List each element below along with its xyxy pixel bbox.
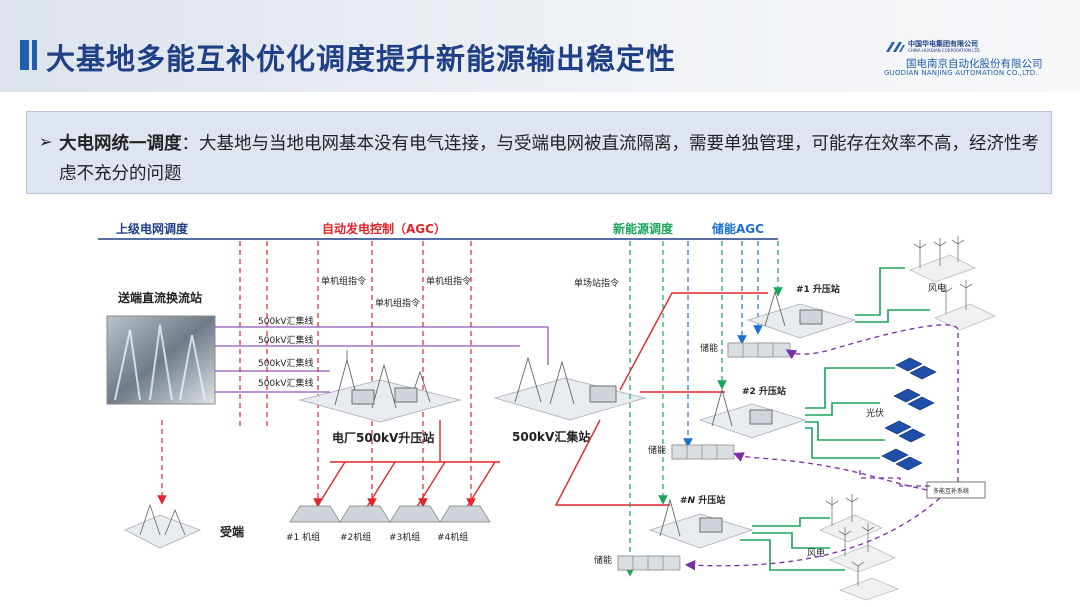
nes-dispatch-label: 新能源调度 bbox=[613, 221, 674, 236]
wind-label-bottom: 风电 bbox=[807, 547, 825, 559]
sub2-to-solar-c bbox=[805, 421, 885, 441]
bus-label-2: 500kV汇集线 bbox=[258, 334, 314, 346]
unit-cmd-label-1: 单机组指令 bbox=[321, 275, 366, 287]
logo-line1: 中国华电集团有限公司 bbox=[908, 40, 978, 48]
unit-label-4: #4机组 bbox=[437, 531, 468, 543]
sub2-to-solar-a bbox=[805, 367, 895, 409]
complement-loop-3 bbox=[684, 497, 941, 571]
sub2-to-solar-b bbox=[805, 402, 880, 416]
complement-loop-4 bbox=[859, 470, 930, 487]
upper-dispatch-label: 上级电网调度 bbox=[116, 221, 189, 236]
hub-station-label: 500kV汇集站 bbox=[512, 429, 590, 444]
wind-turbines-top-icons bbox=[908, 236, 996, 331]
bus-label-4: 500kV汇集线 bbox=[258, 377, 314, 389]
unit-label-2: #2机组 bbox=[340, 531, 371, 543]
summary-note: ➢ 大电网统一调度：大基地与当地电网基本没有电气连接，与受端电网被直流隔离，需要… bbox=[26, 111, 1052, 194]
storage-label-3: 储能 bbox=[594, 554, 612, 566]
logo-line1-en: CHINA HUADIAN CORPORATION LTD. bbox=[908, 48, 981, 53]
unit3-feed bbox=[414, 461, 446, 511]
unit-label-3: #3机组 bbox=[389, 531, 420, 543]
header-band bbox=[0, 0, 1080, 92]
unit-cmd-label-3: 单机组指令 bbox=[426, 275, 471, 287]
hub-to-subn bbox=[554, 419, 670, 506]
title-accent-bar-thin bbox=[32, 40, 37, 70]
plant-substation-label: 电厂500kV升压站 bbox=[332, 430, 434, 445]
page-title: 大基地多能互补优化调度提升新能源输出稳定性 bbox=[46, 42, 677, 76]
unit-label-1: #1 机组 bbox=[286, 531, 320, 543]
logo-line2: 国电南京自动化股份有限公司 bbox=[906, 58, 1043, 70]
storage-label-2: 储能 bbox=[648, 444, 666, 456]
sub2-to-solar-d bbox=[805, 427, 880, 459]
complement-system-label: 多能互补系统 bbox=[933, 487, 969, 495]
field-cmd-label: 单场站指令 bbox=[574, 277, 619, 289]
bus-label-1: 500kV汇集线 bbox=[258, 315, 314, 327]
solar-label: 光伏 bbox=[866, 407, 884, 419]
wind-turbines-bottom-icons bbox=[818, 494, 900, 601]
hub-station-icon bbox=[493, 356, 647, 421]
summary-body: ：大基地与当地电网基本没有电气连接，与受端电网被直流隔离，需要单独管理，可能存在… bbox=[59, 134, 1039, 184]
storage-label-1: 储能 bbox=[700, 342, 718, 354]
receiving-end-icon bbox=[124, 503, 202, 549]
converter-station-label: 送端直流换流站 bbox=[117, 290, 202, 305]
unit1-feed bbox=[314, 461, 346, 511]
summary-bold-label: 大电网统一调度 bbox=[59, 134, 182, 154]
summary-text: 大电网统一调度：大基地与当地电网基本没有电气连接，与受端电网被直流隔离，需要单独… bbox=[59, 129, 1049, 189]
agc-label: 自动发电控制（AGC） bbox=[322, 221, 446, 236]
unit4-feed bbox=[464, 461, 496, 511]
subn-to-wind-c bbox=[740, 539, 845, 571]
substation-1-icon bbox=[746, 290, 857, 339]
title-accent-bar bbox=[20, 40, 29, 70]
bus-label-3: 500kV汇集线 bbox=[258, 357, 314, 369]
receiving-end-label: 受端 bbox=[220, 524, 244, 539]
substation-1-label: #1 升压站 bbox=[796, 283, 840, 295]
dispatch-diagram: 上级电网调度 自动发电控制（AGC） 新能源调度 储能AGC 送端直流换流站 单… bbox=[98, 221, 996, 601]
plant-substation-icon bbox=[298, 350, 462, 423]
company-logo: 中国华电集团有限公司 CHINA HUADIAN CORPORATION LTD… bbox=[884, 38, 1074, 78]
converter-photo-detail bbox=[114, 324, 206, 401]
solar-panels-icons bbox=[881, 357, 937, 471]
hub-to-sub1 bbox=[619, 292, 768, 391]
unit-cmd-label-2: 单机组指令 bbox=[375, 297, 420, 309]
storage-blocks-icons bbox=[617, 342, 791, 571]
substation-2-icon bbox=[698, 388, 807, 439]
subn-to-wind-a bbox=[752, 517, 830, 527]
substation-n-icon bbox=[648, 498, 754, 549]
subn-to-wind-b bbox=[752, 532, 830, 549]
substation-2-label: #2 升压站 bbox=[742, 385, 786, 397]
sub1-to-wind-b bbox=[855, 309, 930, 323]
sub1-to-wind-a bbox=[855, 267, 905, 316]
bullet-arrow-icon: ➢ bbox=[39, 132, 53, 151]
complement-loop-2 bbox=[733, 452, 928, 491]
complement-loop-1 bbox=[785, 324, 959, 482]
substation-n-label: #N 升压站 bbox=[680, 494, 725, 506]
company-logo-icon bbox=[886, 42, 905, 52]
generator-units-icons bbox=[289, 505, 491, 523]
storage-agc-label: 储能AGC bbox=[712, 221, 764, 236]
logo-line3: GUODIAN NANJING AUTOMATION CO.,LTD. bbox=[884, 69, 1038, 77]
wind-label-top: 风电 bbox=[928, 282, 946, 294]
unit2-feed bbox=[364, 461, 396, 511]
